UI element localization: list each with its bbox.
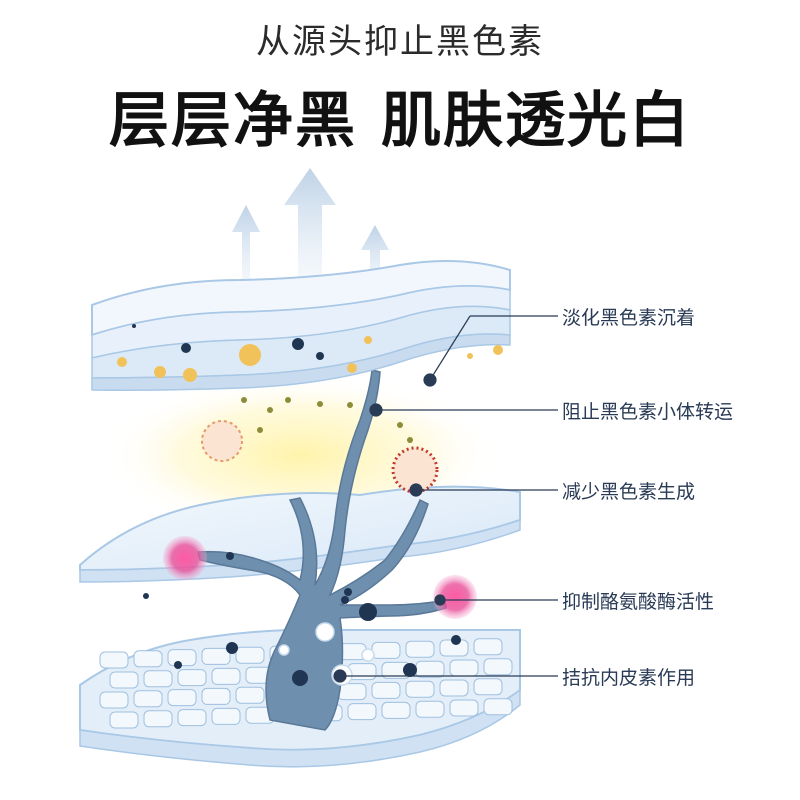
particle — [143, 593, 149, 599]
skin-cell — [483, 658, 513, 676]
particle — [132, 324, 136, 328]
callout-fade-pigmentation: 淡化黑色素沉着 — [562, 307, 696, 329]
skin-cell — [473, 638, 503, 656]
skin-cell — [177, 709, 207, 727]
particle — [347, 363, 357, 373]
particle — [226, 642, 238, 654]
particle — [341, 596, 349, 604]
particle — [347, 402, 353, 408]
particle — [451, 635, 461, 645]
particle — [117, 357, 127, 367]
particle — [267, 407, 273, 413]
particle — [239, 344, 261, 366]
particle — [315, 622, 335, 642]
skin-cell — [483, 698, 513, 716]
skin-cell — [177, 669, 207, 687]
subtitle: 从源头抑止黑色素 — [256, 22, 544, 62]
skin-cell — [371, 641, 401, 659]
skin-cell — [347, 703, 377, 721]
particle — [397, 422, 403, 428]
skin-cell — [371, 681, 401, 699]
particle — [493, 345, 503, 355]
tyrosinase-rings — [201, 420, 439, 494]
top-sheet — [91, 260, 511, 391]
skin-cell — [201, 687, 231, 705]
skin-cell — [381, 701, 411, 719]
skin-cell — [211, 667, 241, 685]
skin-cell — [235, 646, 265, 664]
skin-cell — [143, 670, 173, 688]
particle — [292, 338, 304, 350]
skin-cell — [415, 700, 445, 718]
ring-right — [391, 446, 439, 494]
particle — [364, 336, 372, 344]
particle — [226, 552, 234, 560]
skin-cell — [337, 683, 367, 701]
skin-cell — [99, 651, 129, 669]
particle — [154, 366, 166, 378]
particle — [285, 397, 291, 403]
callout-reduce-melanin-production: 减少黑色素生成 — [562, 481, 696, 503]
particle — [292, 670, 308, 686]
skin-cell — [133, 650, 163, 668]
ring-left — [201, 420, 243, 462]
skin-cell — [109, 671, 139, 689]
callout-block-melanosome-transfer: 阻止黑色素小体转运 — [562, 401, 734, 423]
headline-left: 层层净黑 — [109, 86, 357, 156]
arrow-left — [232, 205, 260, 300]
particle — [183, 368, 197, 382]
arrow-center — [284, 168, 336, 300]
pink-bursts — [163, 536, 477, 619]
skin-cell — [473, 678, 503, 696]
skin-cell — [211, 707, 241, 725]
skin-cell — [439, 679, 469, 697]
skin-cell — [449, 699, 479, 717]
pink-burst-left — [163, 536, 207, 580]
skin-cell — [167, 649, 197, 667]
headline-right: 肌肤透光白 — [381, 86, 691, 156]
particle — [317, 401, 323, 407]
particle — [181, 343, 191, 353]
skin-cell — [201, 647, 231, 665]
particle — [361, 648, 375, 662]
arrow-right — [361, 225, 389, 300]
skin-cell — [167, 689, 197, 707]
headline: 层层净黑肌肤透光白 — [0, 72, 800, 159]
upward-arrows — [232, 168, 389, 300]
skin-cell — [109, 711, 139, 729]
particle — [344, 588, 352, 596]
skin-cell — [143, 710, 173, 728]
particle — [359, 603, 377, 621]
particle — [407, 437, 413, 443]
leader-lines — [333, 315, 558, 683]
pink-burst-right — [433, 575, 477, 619]
particle — [241, 397, 247, 403]
particle — [467, 353, 473, 359]
callout-antagonize-endothelin: 拮抗内皮素作用 — [562, 667, 696, 689]
skin-cell — [415, 660, 445, 678]
skin-cell — [405, 640, 435, 658]
particle — [278, 644, 290, 656]
callout-inhibit-tyrosinase: 抑制酪氨酸酶活性 — [562, 591, 715, 613]
particles — [117, 324, 503, 686]
skin-cell — [449, 659, 479, 677]
skin-cell — [99, 691, 129, 709]
particle — [174, 661, 182, 669]
skin-cell — [235, 686, 265, 704]
particle — [403, 663, 417, 677]
skin-cell — [133, 690, 163, 708]
particle — [257, 427, 263, 433]
particle — [316, 352, 324, 360]
skin-cell — [405, 680, 435, 698]
